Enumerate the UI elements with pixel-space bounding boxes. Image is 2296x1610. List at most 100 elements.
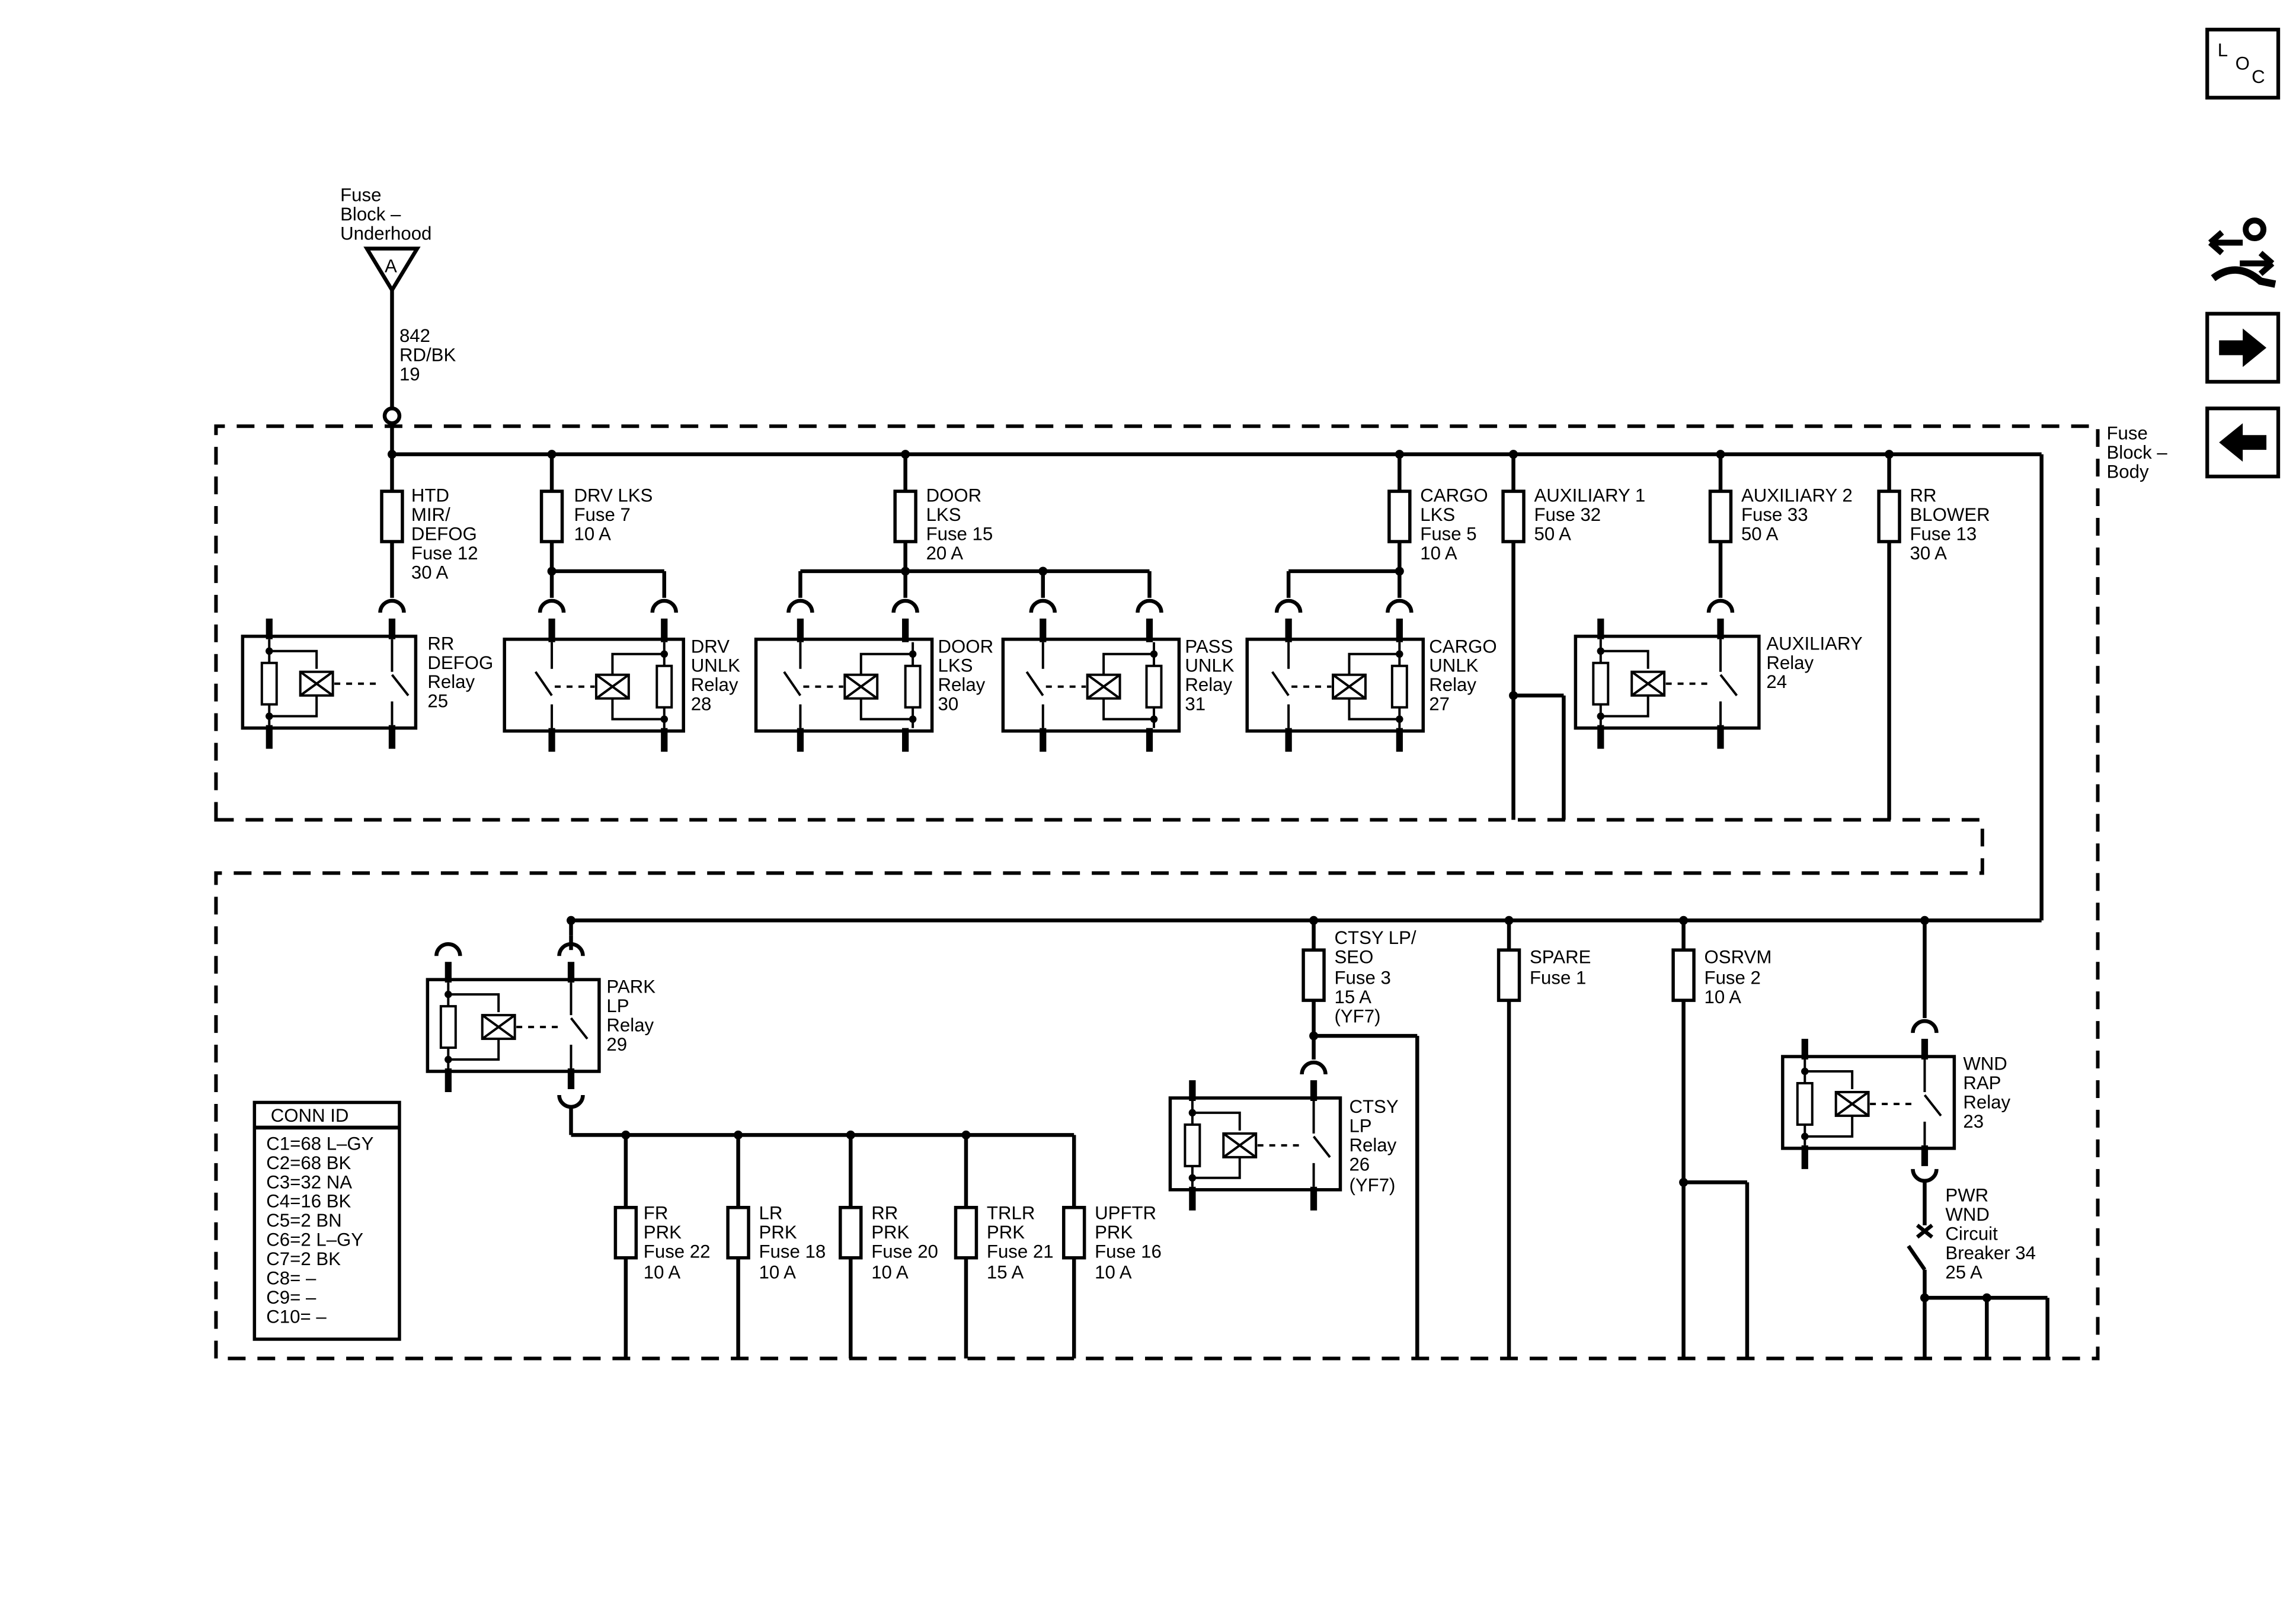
- relay-cargo-unlk: [1245, 598, 1425, 752]
- fuse-upftr-prk-label: UPFTR PRK Fuse 16 10 A: [1095, 1203, 1162, 1283]
- wrench-arrows-icon[interactable]: [2208, 217, 2276, 288]
- relay-rr-defog: [241, 598, 418, 749]
- fuse-trlr-prk-label: TRLR PRK Fuse 21 15 A: [987, 1203, 1054, 1283]
- svg-text:RD/BK: RD/BK: [399, 344, 456, 365]
- svg-text:19: 19: [399, 364, 420, 385]
- fuse-lr-prk-label: LR PRK Fuse 18 10 A: [759, 1203, 826, 1283]
- fuse-block-body-outline: [214, 424, 2100, 1361]
- svg-text:Fuse 15: Fuse 15: [926, 523, 993, 544]
- svg-text:Fuse 3: Fuse 3: [1335, 968, 1391, 988]
- svg-text:PASS: PASS: [1185, 636, 1233, 657]
- fuse-block-underhood-label: Fuse Block – Underhood: [340, 185, 431, 244]
- svg-text:10 A: 10 A: [644, 1262, 681, 1283]
- svg-text:10 A: 10 A: [1095, 1262, 1132, 1283]
- svg-text:AUXILIARY 2: AUXILIARY 2: [1741, 485, 1853, 506]
- svg-text:DEFOG: DEFOG: [427, 652, 493, 673]
- svg-text:Fuse 18: Fuse 18: [759, 1241, 826, 1262]
- fuse-auxiliary-1-label: AUXILIARY 1 Fuse 32 50 A: [1534, 485, 1645, 545]
- svg-text:Breaker 34: Breaker 34: [1945, 1243, 2036, 1263]
- loc-letter-o: O: [2236, 53, 2250, 73]
- svg-text:10 A: 10 A: [1705, 987, 1742, 1007]
- svg-text:OSRVM: OSRVM: [1705, 947, 1772, 968]
- loc-icon: L O C: [2218, 40, 2265, 87]
- svg-text:Relay: Relay: [1185, 674, 1232, 695]
- fuse-drv-lks: [539, 489, 564, 543]
- arrow-right-icon: [2219, 328, 2267, 367]
- svg-text:BLOWER: BLOWER: [1910, 504, 1990, 525]
- svg-text:25: 25: [427, 691, 448, 712]
- relay-ctsy-lp-label: CTSY LP Relay 26 (YF7): [1349, 1096, 1398, 1195]
- fuse-rr-blower-label: RR BLOWER Fuse 13 30 A: [1910, 485, 1990, 564]
- svg-text:DRV: DRV: [691, 636, 730, 657]
- svg-text:CTSY: CTSY: [1349, 1096, 1398, 1117]
- svg-text:UNLK: UNLK: [1429, 655, 1478, 676]
- fuse-ctsy-lp-seo: [1302, 948, 1326, 1002]
- relay-pass-unlk-label: PASS UNLK Relay 31: [1185, 636, 1234, 714]
- svg-text:A: A: [385, 255, 397, 276]
- fuse-door-lks-label: DOOR LKS Fuse 15 20 A: [926, 485, 993, 564]
- fuse-fr-prk: [613, 1130, 638, 1359]
- svg-text:MIR/: MIR/: [411, 504, 450, 525]
- svg-text:RAP: RAP: [1963, 1073, 2001, 1093]
- fuse-rr-prk: [839, 1130, 863, 1359]
- fuse-htd-mir-defog: [380, 489, 404, 543]
- fuse-auxiliary-1: [1501, 489, 1526, 543]
- svg-text:Relay: Relay: [606, 1015, 654, 1036]
- svg-text:30 A: 30 A: [411, 562, 449, 582]
- svg-text:LP: LP: [1349, 1115, 1371, 1136]
- circuit-breaker-pwr-wnd: [1907, 1180, 2049, 1359]
- svg-text:SPARE: SPARE: [1530, 947, 1591, 968]
- svg-text:Fuse: Fuse: [2106, 423, 2147, 444]
- fuse-ctsy-lp-seo-label: CTSY LP/ SEO Fuse 3 15 A (YF7): [1335, 927, 1416, 1026]
- relay-park-lp-label: PARK LP Relay 29: [606, 977, 655, 1055]
- conn-id-table: CONN ID C1=68 L–GY C2=68 BK C3=32 NA C4=…: [252, 1100, 401, 1341]
- svg-text:LR: LR: [759, 1203, 783, 1224]
- svg-text:RR: RR: [427, 633, 454, 654]
- splice-point: [382, 406, 402, 425]
- svg-text:Relay: Relay: [938, 674, 986, 695]
- svg-text:Relay: Relay: [427, 671, 475, 692]
- fuse-upftr-prk: [1061, 1135, 1086, 1359]
- relay-drv-unlk: [503, 598, 685, 752]
- svg-text:Fuse 20: Fuse 20: [871, 1241, 938, 1262]
- fuse-door-lks: [893, 489, 917, 543]
- relay-door-lks: [754, 598, 934, 752]
- svg-text:PARK: PARK: [606, 977, 655, 997]
- svg-text:UPFTR: UPFTR: [1095, 1203, 1156, 1224]
- svg-text:Fuse 22: Fuse 22: [644, 1241, 711, 1262]
- svg-text:27: 27: [1429, 694, 1450, 715]
- svg-text:UNLK: UNLK: [1185, 655, 1234, 676]
- svg-text:HTD: HTD: [411, 485, 449, 506]
- relay-door-lks-label: DOOR LKS Relay 30: [938, 636, 994, 714]
- loc-letter-l: L: [2218, 40, 2228, 60]
- svg-text:26: 26: [1349, 1154, 1370, 1174]
- svg-text:DRV LKS: DRV LKS: [574, 485, 653, 506]
- conn-id-row: C2=68 BK: [266, 1153, 351, 1173]
- fuse-auxiliary-2: [1708, 489, 1733, 543]
- prev-button[interactable]: [2205, 406, 2281, 479]
- svg-text:Fuse 32: Fuse 32: [1534, 504, 1601, 525]
- svg-text:25 A: 25 A: [1945, 1262, 1982, 1283]
- loc-button[interactable]: L O C: [2205, 27, 2281, 100]
- next-button[interactable]: [2205, 312, 2281, 384]
- conn-id-row: C3=32 NA: [266, 1172, 352, 1192]
- svg-text:PRK: PRK: [987, 1222, 1025, 1243]
- svg-text:30 A: 30 A: [1910, 543, 1948, 564]
- svg-text:RR: RR: [1910, 485, 1937, 506]
- svg-text:PRK: PRK: [759, 1222, 797, 1243]
- fuse-cargo-lks-label: CARGO LKS Fuse 5 10 A: [1420, 485, 1488, 564]
- relay-rr-defog-label: RR DEFOG Relay 25: [427, 633, 493, 711]
- svg-text:PRK: PRK: [871, 1222, 909, 1243]
- fuse-rr-blower: [1877, 489, 1901, 543]
- svg-text:Fuse 16: Fuse 16: [1095, 1241, 1162, 1262]
- svg-text:FR: FR: [644, 1203, 669, 1224]
- svg-text:CARGO: CARGO: [1420, 485, 1488, 506]
- fuse-drv-lks-label: DRV LKS Fuse 7 10 A: [574, 485, 653, 545]
- relay-ctsy-lp: [1168, 1060, 1342, 1211]
- connector-a: A: [363, 247, 421, 294]
- svg-text:LKS: LKS: [926, 504, 961, 525]
- svg-text:23: 23: [1963, 1111, 1984, 1132]
- svg-text:Fuse 12: Fuse 12: [411, 543, 478, 564]
- svg-text:DOOR: DOOR: [938, 636, 994, 657]
